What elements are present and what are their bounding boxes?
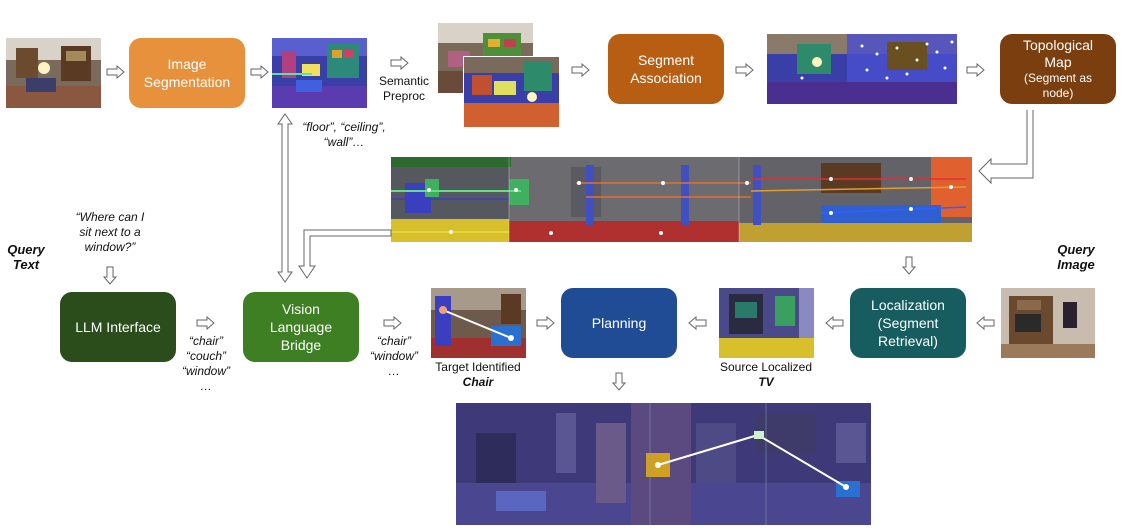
semantic-preproc-label: Semantic Preproc xyxy=(378,74,430,103)
query-room-photo xyxy=(1001,288,1095,358)
target-identified-text: Target Identified xyxy=(435,360,521,374)
query-image-label: Query Image xyxy=(1057,242,1095,272)
source-localized-text: Source Localized xyxy=(719,360,813,374)
arrow-right-icon xyxy=(536,316,555,330)
arrow-right-icon xyxy=(106,65,125,79)
localization-box: Localization (Segment Retrieval) xyxy=(850,288,966,358)
arrow-right-icon xyxy=(571,63,590,77)
floor-ceiling-wall-label: “floor”, “ceiling”, “wall”… xyxy=(302,120,386,149)
topological-map-title: Topological Map xyxy=(1022,37,1094,70)
arrow-right-icon xyxy=(966,63,985,77)
target-chair-image xyxy=(431,288,526,358)
vision-language-bridge-box: Vision Language Bridge xyxy=(243,292,359,362)
arrow-left-icon xyxy=(688,316,707,330)
preprocessed-mask-b xyxy=(464,57,559,127)
planning-box: Planning xyxy=(561,288,677,358)
llm-interface-box: LLM Interface xyxy=(60,292,176,362)
target-chair-view xyxy=(431,288,526,358)
segment-association-box: Segment Association xyxy=(608,34,724,104)
matched-panorama-strip xyxy=(391,157,972,242)
segment-matching-panorama xyxy=(391,157,972,242)
localization-subtitle: (Segment Retrieval) xyxy=(877,315,939,349)
associated-panorama xyxy=(767,34,957,104)
room-photo xyxy=(6,38,101,108)
topological-map-box: Topological Map (Segment as node) xyxy=(1000,34,1116,104)
target-object-text: Chair xyxy=(462,375,494,389)
segmentation-mask xyxy=(272,38,367,108)
chair-couch-window-label: “chair” “couch” “window” … xyxy=(181,334,230,393)
arrow-down-icon xyxy=(103,266,117,285)
query-image xyxy=(1001,288,1095,358)
source-object-text: TV xyxy=(758,375,774,389)
association-mask xyxy=(767,34,957,104)
path-panorama-view xyxy=(456,403,871,525)
connector-arrow-to-vlb xyxy=(298,229,392,279)
topological-map-subtitle: (Segment as node) xyxy=(1023,71,1093,100)
connector-arrow-to-panorama xyxy=(978,110,1034,185)
preprocessed-image-front xyxy=(463,56,560,128)
segmented-image xyxy=(272,38,367,108)
arrow-right-icon xyxy=(390,56,409,70)
bidirectional-arrow-vertical xyxy=(277,113,293,283)
arrow-left-icon xyxy=(976,316,995,330)
arrow-left-icon xyxy=(825,316,844,330)
image-segmentation-box: Image Segmentation xyxy=(129,38,245,108)
arrow-right-icon xyxy=(383,316,402,330)
chair-window-label: “chair” “window” … xyxy=(369,334,418,378)
source-tv-image xyxy=(719,288,814,358)
arrow-down-icon xyxy=(902,256,916,275)
planned-path-panorama xyxy=(456,403,871,525)
source-tv-view xyxy=(719,288,814,358)
arrow-down-icon xyxy=(612,372,626,391)
input-room-image xyxy=(6,38,101,108)
target-identified-label: Target Identified Chair xyxy=(418,360,538,390)
localization-title: Localization xyxy=(871,297,945,313)
query-question: “Where can I sit next to a window?” xyxy=(75,210,145,254)
arrow-right-icon xyxy=(250,65,269,79)
arrow-right-icon xyxy=(196,316,215,330)
query-text-label: Query Text xyxy=(7,242,45,272)
arrow-right-icon xyxy=(735,63,754,77)
source-localized-label: Source Localized TV xyxy=(706,360,826,390)
